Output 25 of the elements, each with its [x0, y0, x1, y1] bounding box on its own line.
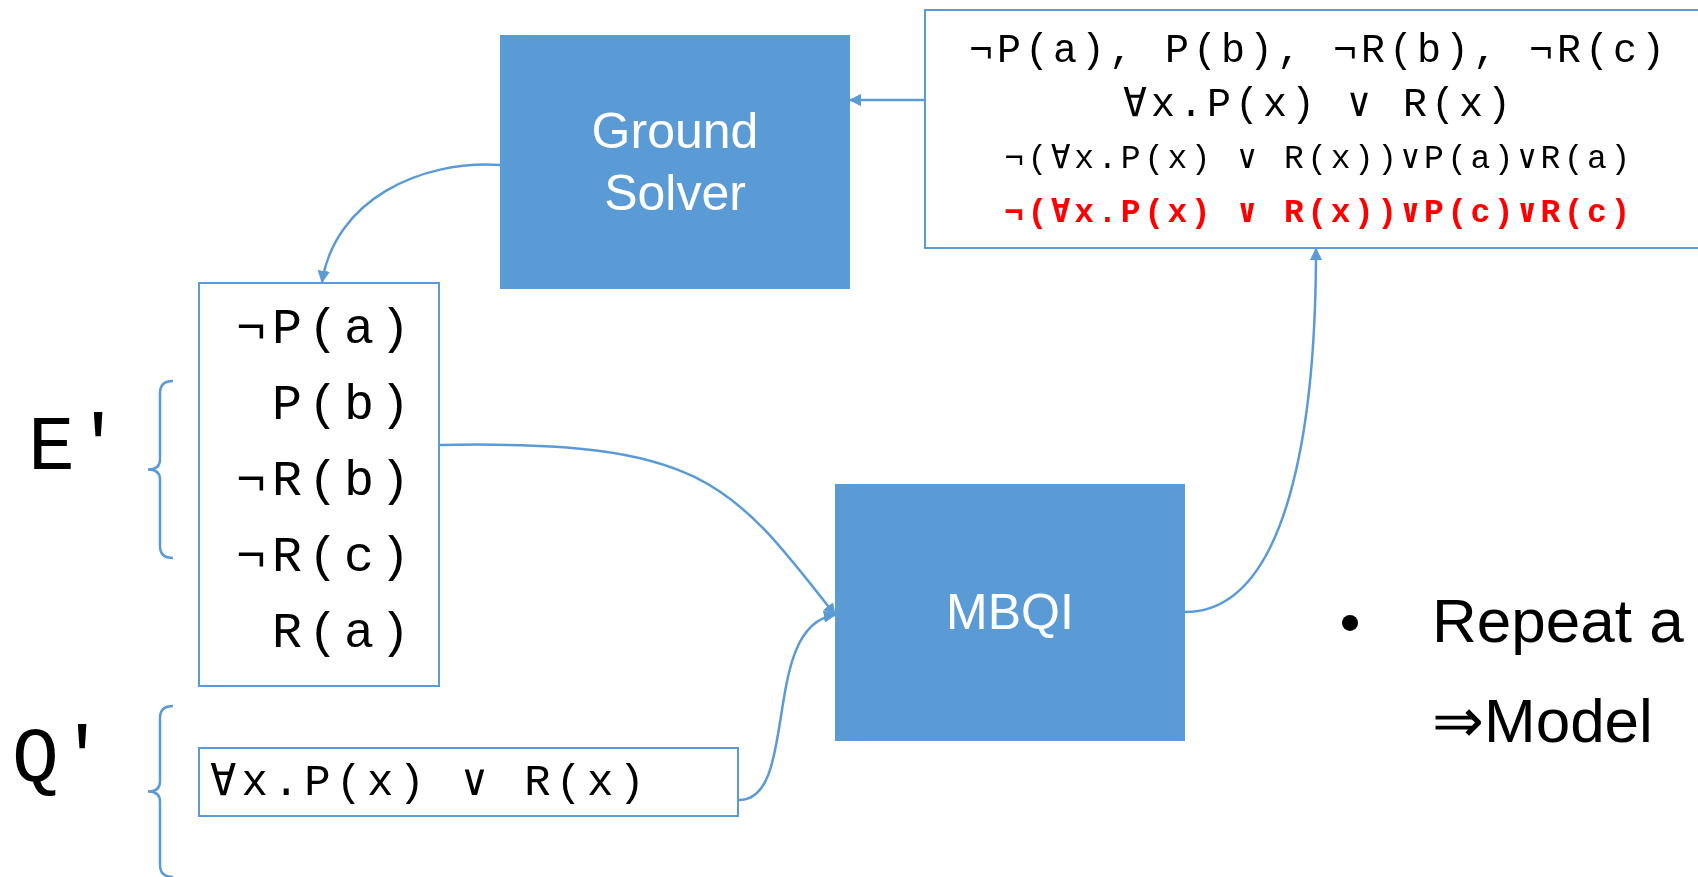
formula-text: ∀x.P(x) ∨ R(x): [1122, 82, 1516, 130]
bullet-text: Repeat a: [1432, 585, 1684, 657]
process-box: [835, 484, 1185, 741]
formula-box: [924, 9, 1698, 249]
formula-text: ¬(∀x.P(x) ∨ R(x))∨P(c)∨R(c): [1004, 194, 1634, 234]
formula-text: ¬(∀x.P(x) ∨ R(x))∨P(a)∨R(a): [1004, 140, 1634, 180]
arrow: [318, 163, 501, 284]
formula-box: [198, 747, 739, 817]
set-label: Q′: [12, 715, 106, 806]
process-box: [500, 35, 850, 289]
formula-text: P(b): [271, 376, 416, 436]
bullet-text: ⇒Model: [1432, 685, 1653, 757]
set-label: E′: [28, 403, 122, 494]
box-label: MBQI: [945, 583, 1075, 643]
formula-text: R(a): [271, 604, 416, 664]
formula-text: ¬P(a), P(b), ¬R(b), ¬R(c): [968, 28, 1670, 76]
formula-text: ∀x.P(x) ∨ R(x): [210, 757, 650, 810]
arrow: [440, 443, 836, 616]
formula-box: [198, 282, 440, 687]
formula-text: ¬R(b): [235, 452, 416, 512]
box-label: Ground Solver: [590, 101, 760, 223]
arrow: [1184, 247, 1323, 614]
formula-text: ¬R(c): [235, 528, 416, 588]
formula-text: ¬P(a): [235, 300, 416, 360]
arrow: [738, 612, 837, 802]
